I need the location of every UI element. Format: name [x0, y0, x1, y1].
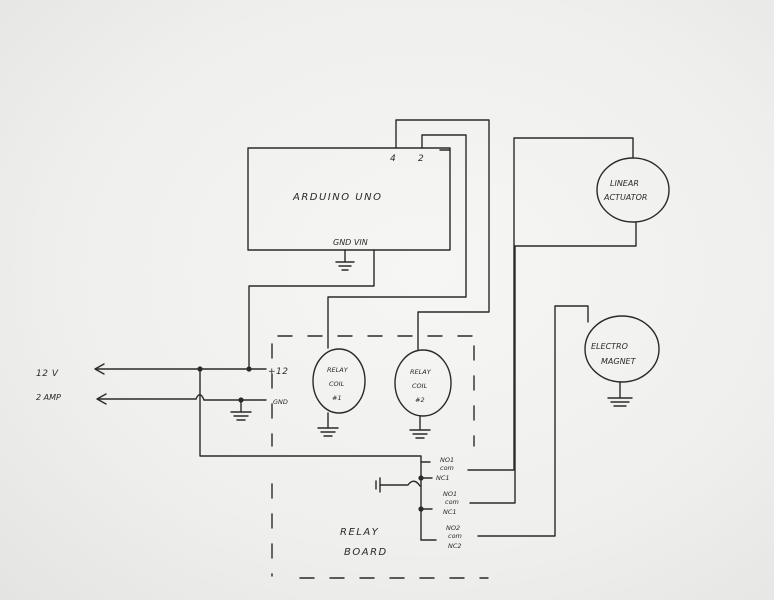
arduino-uno-block: ARDUINO UNO 4 2 GND VIN: [247, 147, 451, 251]
relay-coil-1-line1: RELAY: [327, 366, 349, 374]
arduino-title: ARDUINO UNO: [292, 192, 382, 203]
supply-to-relay-wire: [199, 368, 422, 463]
electro-magnet-line2: MAGNET: [601, 357, 637, 366]
terminal-com-b: com: [445, 498, 459, 506]
terminal-supply-symbol: [375, 477, 421, 493]
terminal-nc1-a: NC1: [436, 474, 450, 482]
pin4-wire: [395, 119, 490, 351]
terminal-no2: NO2: [446, 524, 460, 532]
arduino-gnd-vin-pins: GND VIN: [333, 238, 368, 247]
terminal-com-c: com: [448, 532, 462, 540]
electro-magnet-line1: ELECTRO: [591, 342, 628, 351]
supply-current: 2 AMP: [36, 393, 61, 402]
arduino-pin-2: 2: [418, 154, 424, 164]
linear-actuator-line1: LINEAR: [610, 179, 639, 188]
relay-coil-2-line3: #2: [415, 396, 425, 404]
arduino-ground: [335, 249, 355, 271]
terminal-com-a: com: [440, 464, 454, 472]
supply-voltage: 12 V: [36, 369, 59, 379]
relay-board-outline: [271, 335, 489, 579]
relay-coil-1: RELAY COIL #1: [312, 348, 366, 437]
relay-board-line1: RELAY: [340, 527, 379, 538]
actuator-wire-bottom: [469, 221, 637, 504]
relay-coil-1-line2: COIL: [329, 380, 345, 388]
terminal-no1-a: NO1: [440, 456, 454, 464]
board-ground: [230, 399, 252, 421]
relay-coil-2-line2: COIL: [412, 382, 428, 390]
linear-actuator: LINEAR ACTUATOR: [596, 157, 670, 223]
terminal-nc2: NC2: [448, 542, 462, 550]
power-input: 12 V 2 AMP: [36, 363, 267, 405]
terminal-nc1-b: NC1: [443, 508, 457, 516]
gnd-label: GND: [273, 398, 288, 406]
terminal-no1-b: NO1: [443, 490, 457, 498]
relay-coil-1-line3: #1: [332, 394, 342, 402]
relay-coil-2: RELAY COIL #2: [394, 349, 452, 439]
arduino-pin-4: 4: [390, 154, 396, 164]
plus12-label: +12: [268, 367, 289, 377]
electro-magnet: ELECTRO MAGNET: [584, 315, 660, 407]
relay-board-line2: BOARD: [344, 547, 388, 558]
magnet-wire: [477, 305, 589, 537]
relay-coil-2-line1: RELAY: [410, 368, 432, 376]
actuator-wire-top: [467, 137, 634, 471]
vin-wire: [248, 249, 375, 370]
relay-terminals: NO1 com NC1 NO1 com NC1 NO2 com NC2: [418, 456, 462, 550]
linear-actuator-line2: ACTUATOR: [603, 193, 647, 202]
pin2-wire: [327, 134, 467, 349]
